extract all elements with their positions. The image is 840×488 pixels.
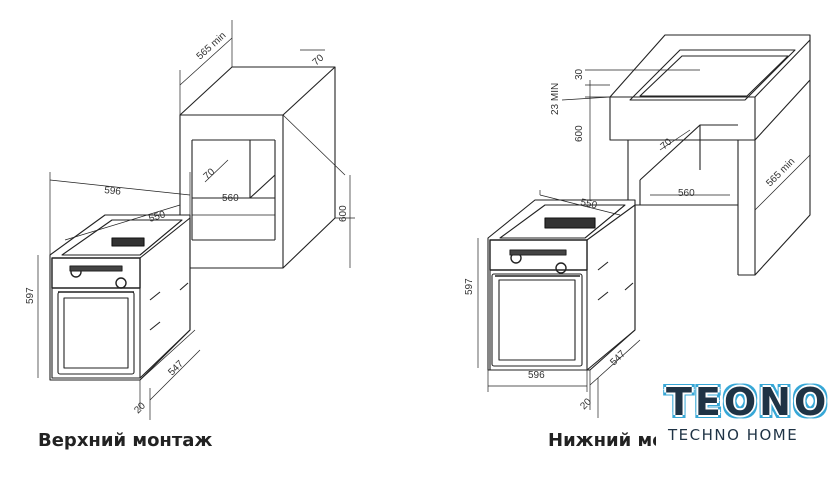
left-dim-oven-height: 597 xyxy=(25,287,36,304)
left-dim-oven-depth-side: 547 xyxy=(166,358,186,378)
caption-top-mounting: Верхний монтаж xyxy=(38,430,213,451)
left-oven xyxy=(38,172,200,420)
right-dim-oven-width: 596 xyxy=(528,370,545,381)
left-dim-niche-height: 600 xyxy=(338,205,349,222)
right-dim-front-panel: 20 xyxy=(578,396,594,412)
caption-bottom-mounting: Нижний монтаж xyxy=(548,430,656,451)
left-dim-front-panel: 20 xyxy=(132,400,148,416)
right-dim-oven-depth-top: 550 xyxy=(579,197,598,211)
left-dim-oven-depth-top: 550 xyxy=(148,209,168,225)
left-dim-niche-top: 70 xyxy=(311,52,327,68)
left-niche-box xyxy=(180,20,355,268)
left-dim-niche-width: 560 xyxy=(222,193,239,204)
right-dim-niche-width: 560 xyxy=(678,188,695,199)
right-dim-oven-height: 597 xyxy=(464,278,475,295)
right-dim-min-gap: 23 MIN xyxy=(550,83,561,115)
right-dim-top-gap: 30 xyxy=(574,68,585,80)
right-niche-box xyxy=(562,35,811,276)
right-dim-niche-height: 600 xyxy=(574,125,585,142)
left-dim-oven-width: 596 xyxy=(104,185,122,198)
brand-logo: TEONO TECHNO HOME xyxy=(656,376,840,488)
right-oven xyxy=(478,190,640,418)
brand-tagline: TECHNO HOME xyxy=(668,426,799,444)
brand-name: TEONO xyxy=(666,380,830,424)
